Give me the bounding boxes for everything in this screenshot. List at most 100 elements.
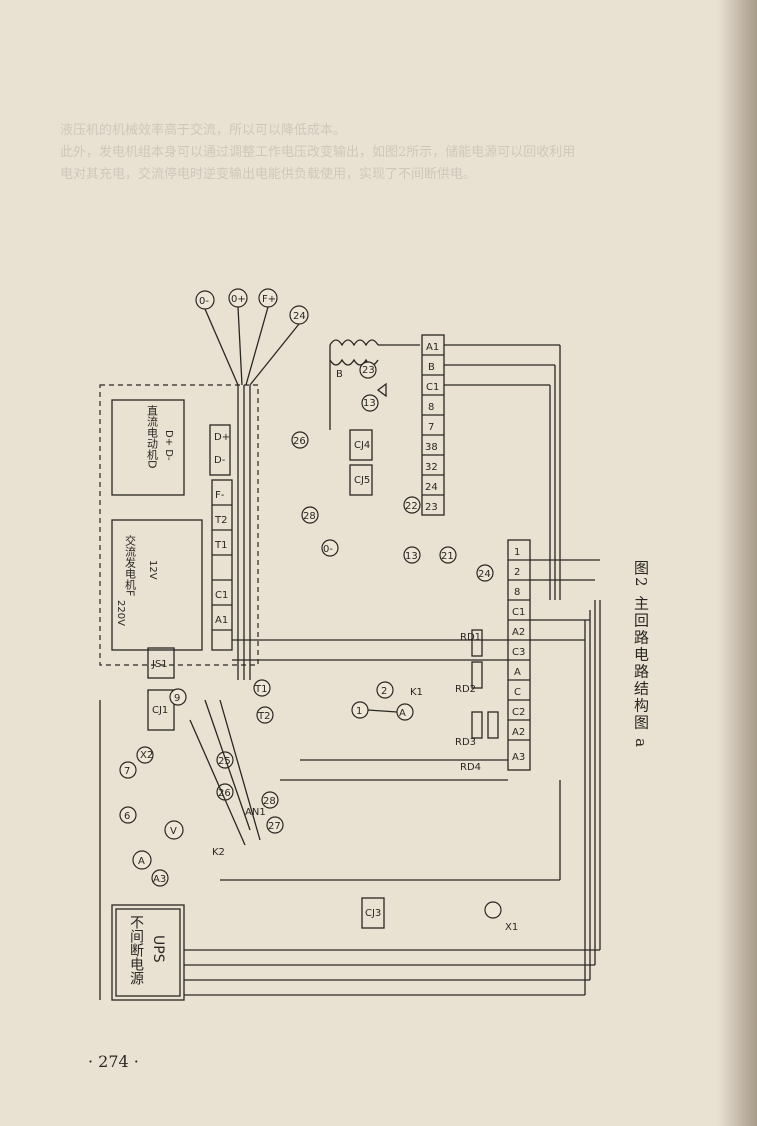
svg-text:2: 2 [514, 567, 520, 578]
switch-k1: 1 2 A K1 [351, 681, 423, 721]
svg-text:A3: A3 [512, 752, 525, 763]
generator-terminal-strip: F- T2 T1 C1 A1 [211, 479, 233, 651]
bleed-through-text: 液压机的机械效率高于交流，所以可以降低成本。 此外，发电机组本身可以通过调整工作… [60, 120, 700, 186]
dc-motor-terms: D+ D- [163, 430, 174, 461]
ac-generator-title: 交流发电机F [124, 534, 137, 597]
svg-text:T1: T1 [214, 540, 227, 551]
svg-text:C2: C2 [512, 707, 525, 718]
svg-text:13: 13 [363, 398, 376, 409]
ac-generator-box: 交流发电机F 12V 220V [111, 519, 203, 651]
relay-cj1: CJ1 [147, 689, 175, 731]
svg-text:A3: A3 [153, 874, 166, 885]
svg-text:38: 38 [425, 442, 438, 453]
ghost-line: 此外，发电机组本身可以通过调整工作电压改变输出，如图2所示，储能电源可以回收利用 [60, 145, 576, 160]
svg-text:C1: C1 [426, 382, 439, 393]
dc-motor-box: 直流电动机D D+ D- D+ D- [111, 399, 231, 496]
cj4-label: CJ4 [354, 440, 370, 451]
svg-text:A1: A1 [426, 342, 439, 353]
svg-text:V: V [170, 826, 177, 837]
rd4-label: RD4 [460, 762, 481, 773]
k2-label: K2 [212, 847, 225, 858]
svg-text:A: A [399, 708, 406, 719]
bottom-wiring [99, 559, 601, 1000]
svg-text:13: 13 [405, 551, 418, 562]
page-number: · 274 · [88, 1052, 139, 1071]
svg-text:T1: T1 [254, 684, 267, 695]
fuse-group: RD1 RD2 RD3 RD4 [455, 629, 499, 773]
top-node-group: 0- 0+ F+ 24 [195, 288, 309, 680]
svg-text:32: 32 [425, 462, 438, 473]
relay-cj5: CJ5 [349, 464, 373, 496]
lamp-x2-label: X2 [140, 750, 153, 761]
cj1-label: CJ1 [152, 705, 168, 716]
dc-motor-title: 直流电动机D [146, 404, 159, 469]
k1-label: K1 [410, 687, 423, 698]
svg-text:D+: D+ [214, 432, 230, 443]
rd3-label: RD3 [455, 737, 476, 748]
relay-js1: JS1 [147, 647, 175, 679]
svg-text:6: 6 [124, 811, 130, 822]
rd2-label: RD2 [455, 684, 476, 695]
middle-terminal-strip: 1 2 8 C1 A2 C3 A C C2 A2 A3 [507, 539, 531, 771]
machine-dashed-enclosure [99, 384, 259, 666]
relay-cj3: CJ3 [361, 897, 385, 929]
figure-caption: 图2 主回路电路结构图 a [632, 560, 650, 750]
svg-text:25: 25 [218, 756, 231, 767]
book-spine-shadow [717, 0, 757, 1126]
svg-text:T2: T2 [214, 515, 227, 526]
svg-text:7: 7 [428, 422, 434, 433]
svg-text:26: 26 [293, 436, 306, 447]
svg-text:A1: A1 [215, 615, 228, 626]
svg-text:B: B [428, 362, 435, 373]
switch-k2: 25 26 28 27 T1 T2 K2 AN1 [189, 679, 284, 858]
svg-text:C3: C3 [512, 647, 525, 658]
ghost-line: 电对其充电，交流停电时逆变输出电能供负载使用，实现了不间断供电。 [60, 167, 477, 182]
svg-text:1: 1 [356, 706, 362, 717]
svg-text:1: 1 [514, 547, 520, 558]
svg-text:D-: D- [214, 455, 226, 466]
svg-text:C1: C1 [215, 590, 228, 601]
ups-box: 不间断电源 UPS [111, 904, 185, 1001]
gen-voltage-12: 12V [147, 560, 158, 580]
svg-text:F+: F+ [262, 294, 276, 305]
svg-text:C1: C1 [512, 607, 525, 618]
ups-line2: UPS [150, 935, 166, 963]
svg-text:27: 27 [268, 821, 281, 832]
ghost-line: 液压机的机械效率高于交流，所以可以降低成本。 [60, 123, 347, 138]
svg-text:23: 23 [425, 502, 438, 513]
svg-text:8: 8 [428, 402, 434, 413]
svg-text:A: A [138, 856, 145, 867]
svg-text:24: 24 [478, 569, 491, 580]
svg-text:7: 7 [124, 766, 130, 777]
svg-text:T2: T2 [257, 711, 270, 722]
svg-text:24: 24 [425, 482, 438, 493]
svg-text:A2: A2 [512, 727, 525, 738]
ups-line1: 不间断电源 [128, 915, 144, 985]
lamp-x1-label: X1 [505, 922, 518, 933]
svg-text:24: 24 [293, 311, 306, 322]
right-terminal-strip: A1 B C1 8 7 38 32 24 23 [421, 334, 561, 600]
svg-text:9: 9 [174, 693, 180, 704]
svg-text:F-: F- [215, 490, 225, 501]
js1-label: JS1 [151, 659, 168, 670]
transformer-label: B [336, 369, 343, 380]
svg-text:0-: 0- [323, 544, 333, 555]
svg-text:21: 21 [441, 551, 454, 562]
transformer-b: B 23 13 [329, 339, 420, 430]
svg-text:A: A [514, 667, 521, 678]
svg-text:28: 28 [303, 511, 316, 522]
svg-text:22: 22 [405, 501, 418, 512]
svg-text:8: 8 [514, 587, 520, 598]
relay-cj4: CJ4 [349, 429, 373, 461]
svg-text:C: C [514, 687, 521, 698]
svg-text:A2: A2 [512, 627, 525, 638]
an1-label: AN1 [245, 807, 266, 818]
rd1-label: RD1 [460, 632, 481, 643]
svg-text:2: 2 [381, 686, 387, 697]
svg-text:26: 26 [218, 788, 231, 799]
svg-text:0-: 0- [199, 296, 209, 307]
svg-text:23: 23 [362, 365, 375, 376]
svg-text:28: 28 [263, 796, 276, 807]
